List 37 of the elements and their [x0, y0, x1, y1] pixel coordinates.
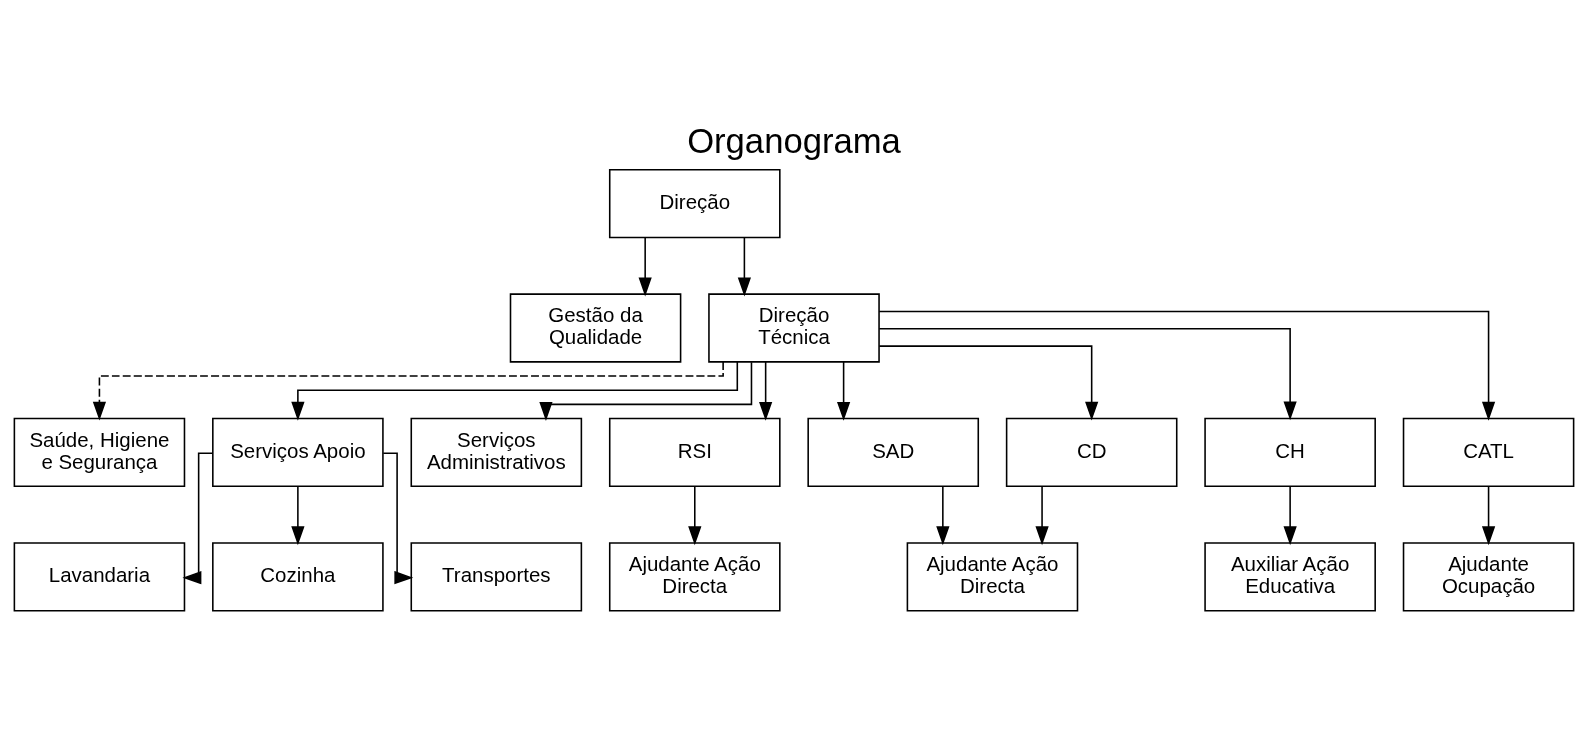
- node-box: Saúde, Higiene e Segurança: [13, 417, 186, 488]
- arrow: [737, 236, 751, 297]
- node-box: Serviços Administrativos: [410, 417, 583, 488]
- arrow: [1283, 485, 1297, 546]
- arrow: [539, 361, 753, 421]
- arrow: [878, 345, 1099, 421]
- node-box: Lavandaria: [13, 542, 186, 612]
- arrow: [878, 310, 1496, 421]
- arrow: [92, 361, 724, 421]
- arrow: [638, 236, 652, 297]
- node-box: Ajudante Ação Directa: [906, 542, 1079, 612]
- node-box: Direção Técnica: [708, 293, 880, 363]
- arrow: [759, 361, 773, 421]
- arrow: [382, 452, 414, 585]
- node-box: Serviços Apoio: [212, 417, 384, 488]
- node-box: Ajudante Ocupação: [1402, 542, 1575, 612]
- node-box: Cozinha: [212, 542, 384, 612]
- node-box: Transportes: [410, 542, 583, 612]
- node-box: Auxiliar Ação Educativa: [1204, 542, 1376, 612]
- node-box: SAD: [807, 417, 980, 488]
- node-box: RSI: [608, 417, 781, 488]
- node-box: Ajudante Ação Directa: [608, 542, 781, 612]
- arrow: [291, 485, 305, 546]
- node-box: CATL: [1402, 417, 1575, 488]
- arrow: [182, 452, 214, 585]
- node-box: CH: [1204, 417, 1376, 488]
- arrow: [291, 361, 739, 421]
- arrow: [1035, 485, 1049, 546]
- node-box: CD: [1005, 417, 1178, 488]
- node-box: Direção: [608, 168, 781, 239]
- arrow: [878, 328, 1297, 421]
- node-box: Gestão da Qualidade: [509, 293, 682, 363]
- diagram-title: Organograma: [687, 122, 901, 161]
- arrow: [1481, 485, 1496, 546]
- arrow: [688, 485, 702, 546]
- arrow: [837, 361, 851, 421]
- arrow: [936, 485, 950, 546]
